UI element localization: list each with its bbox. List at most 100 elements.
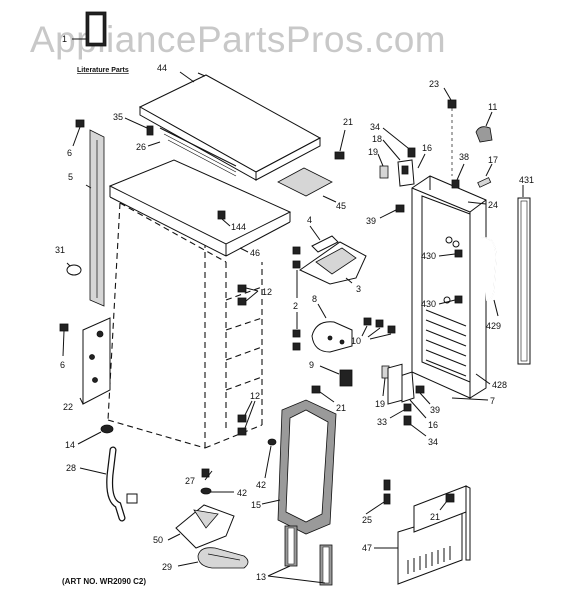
grommet-14 [77, 424, 114, 445]
callout-39-lower: 39 [430, 405, 440, 415]
callout-33: 33 [377, 417, 387, 427]
callout-39-top: 39 [366, 216, 376, 226]
callout-44: 44 [157, 63, 167, 73]
hose-clip [126, 493, 138, 504]
callout-14: 14 [65, 440, 75, 450]
screw-23 [443, 87, 457, 176]
callout-6-top: 6 [67, 148, 72, 158]
callout-16-top: 16 [422, 143, 432, 153]
literature-part [72, 11, 107, 47]
callout-1: 1 [62, 34, 67, 44]
callout-7: 7 [490, 396, 495, 406]
callout-15: 15 [251, 500, 261, 510]
callout-4: 4 [307, 215, 312, 225]
screw-39-top [379, 204, 405, 219]
strips-13 [267, 525, 333, 586]
bracket-8 [311, 303, 353, 353]
callout-25: 25 [362, 515, 372, 525]
callout-8: 8 [312, 294, 317, 304]
screws-430 [438, 249, 463, 305]
callout-21-top: 21 [343, 117, 353, 127]
callout-31: 31 [55, 245, 65, 255]
callout-430-lower: 430 [421, 299, 436, 309]
art-number: (ART NO. WR2090 C2) [62, 577, 146, 586]
screw-6-lower [59, 323, 69, 357]
callout-429: 429 [486, 321, 501, 331]
screw-34-top [407, 147, 416, 158]
callout-6-lower: 6 [60, 360, 65, 370]
callout-12-upper: 12 [262, 287, 272, 297]
callout-17: 17 [488, 155, 498, 165]
callout-3: 3 [356, 284, 361, 294]
screw-33 [389, 403, 412, 419]
cabinet-outline [107, 159, 292, 449]
gasket-frame-15 [261, 399, 337, 535]
hinge-9 [319, 365, 353, 387]
callout-13: 13 [256, 572, 266, 582]
callout-10: 10 [351, 336, 361, 346]
callout-19-lower: 19 [375, 399, 385, 409]
screws-10 [361, 317, 396, 340]
callout-35: 35 [113, 112, 123, 122]
cam-11 [475, 111, 493, 143]
screw-144 [217, 210, 231, 227]
screw-34-lower [403, 415, 427, 437]
callout-9: 9 [309, 360, 314, 370]
callout-34-lower: 34 [428, 437, 438, 447]
washer-42-upper [264, 438, 277, 479]
callout-26: 26 [136, 142, 146, 152]
callout-428: 428 [492, 380, 507, 390]
callout-144: 144 [231, 222, 246, 232]
hinge-top-19 [397, 159, 415, 187]
callout-46: 46 [250, 248, 260, 258]
insert-45 [277, 167, 333, 197]
pad-29 [177, 547, 249, 569]
callout-47: 47 [362, 543, 372, 553]
handle-429 [481, 237, 499, 317]
screws-12-lower [237, 400, 256, 436]
callout-18: 18 [372, 134, 382, 144]
callout-21-bottom: 21 [430, 512, 440, 522]
screw-21-mid [311, 385, 335, 403]
bracket-22 [79, 317, 111, 405]
back-panel-part [85, 129, 105, 307]
drain-hose-28 [79, 446, 126, 522]
bracket-50 [167, 504, 235, 549]
callout-27: 27 [185, 476, 195, 486]
screw-35 [124, 117, 154, 136]
callout-2: 2 [293, 301, 298, 311]
screw-6-top [72, 119, 85, 147]
callout-11: 11 [488, 102, 497, 112]
pin-17 [477, 163, 493, 188]
callout-16-lower: 16 [428, 420, 438, 430]
door-assembly [411, 175, 487, 399]
callout-12-lower: 12 [250, 391, 260, 401]
screws-12-upper [237, 284, 259, 306]
screws-2 [292, 246, 301, 351]
callout-38: 38 [459, 152, 469, 162]
callout-430-upper: 430 [421, 251, 436, 261]
callout-34-top: 34 [370, 122, 380, 132]
chute-3 [299, 225, 367, 285]
screw-38 [451, 163, 465, 189]
callout-29: 29 [162, 562, 172, 572]
callout-19-top: 19 [368, 147, 378, 157]
screw-21-bottom [439, 493, 455, 511]
callout-22: 22 [63, 402, 73, 412]
clip-31 [66, 262, 82, 276]
screw-27 [201, 468, 213, 481]
callout-21-mid: 21 [336, 403, 346, 413]
callout-24: 24 [488, 200, 498, 210]
callout-42-upper: 42 [256, 480, 266, 490]
top-panel-part [138, 72, 322, 181]
callout-23: 23 [429, 79, 439, 89]
washer-42-lower [200, 487, 234, 495]
callout-50: 50 [153, 535, 163, 545]
kickplate-assembly [365, 363, 471, 585]
screw-21-top [334, 129, 346, 160]
callout-45: 45 [336, 201, 346, 211]
callout-5: 5 [68, 172, 73, 182]
callout-42-lower: 42 [237, 488, 247, 498]
callout-28: 28 [66, 463, 76, 473]
